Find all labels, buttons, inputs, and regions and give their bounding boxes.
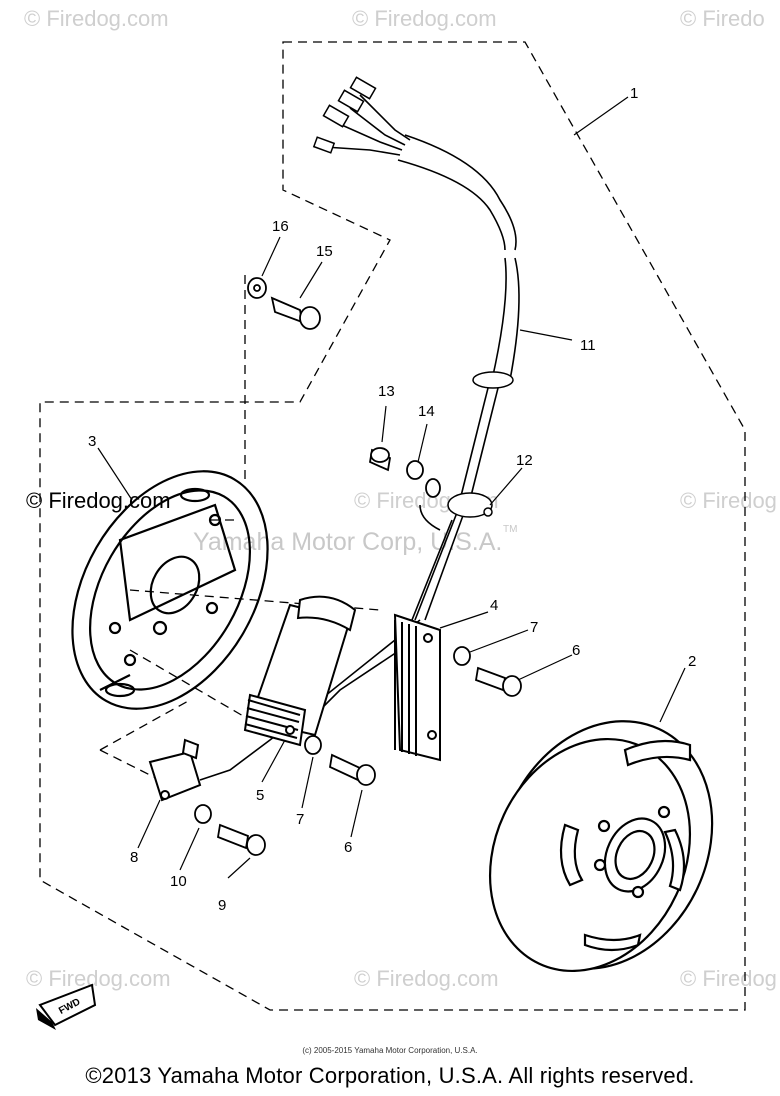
small-copyright: (c) 2005-2015 Yamaha Motor Corporation, … xyxy=(302,1046,478,1055)
ignition-coil xyxy=(243,595,357,747)
pulser-coil xyxy=(393,613,441,762)
callout-3: 3 xyxy=(88,433,96,450)
fwd-arrow-icon: FWD xyxy=(36,983,97,1030)
callout-8: 8 xyxy=(130,849,138,866)
pickup-sensor xyxy=(148,738,202,802)
callout-2: 2 xyxy=(688,653,696,670)
watermark: © Firedog.com xyxy=(26,966,171,991)
callout-labels: 1 2 3 4 5 6 6 7 7 8 9 10 11 12 13 14 15 … xyxy=(88,85,696,914)
callout-7a: 7 xyxy=(530,619,538,636)
callout-1: 1 xyxy=(630,85,638,102)
dashed-boundary xyxy=(39,41,746,1011)
leader-lines xyxy=(97,96,686,879)
callout-15: 15 xyxy=(316,243,333,260)
watermark: © Firedog xyxy=(680,966,777,991)
stator-base-plate xyxy=(71,470,269,710)
watermark: © Firedog xyxy=(680,488,777,513)
trademark-symbol: TM xyxy=(503,524,518,535)
footer-copyright: ©2013 Yamaha Motor Corporation, U.S.A. A… xyxy=(85,1063,695,1088)
callout-5: 5 xyxy=(256,787,264,804)
callout-13: 13 xyxy=(378,383,395,400)
callout-11: 11 xyxy=(580,337,596,354)
callout-16: 16 xyxy=(272,218,289,235)
callout-12: 12 xyxy=(516,452,533,469)
callout-7b: 7 xyxy=(296,811,304,828)
callout-4: 4 xyxy=(490,597,498,614)
callout-9: 9 xyxy=(218,897,226,914)
fasteners xyxy=(194,277,522,856)
watermark: © Firedo xyxy=(680,6,765,31)
callout-14: 14 xyxy=(418,403,435,420)
flywheel-rotor xyxy=(488,720,714,973)
callout-6a: 6 xyxy=(572,642,580,659)
wire-harness xyxy=(199,94,520,781)
watermark: © Firedog.com xyxy=(24,6,169,31)
watermark: © Firedog.com xyxy=(354,966,499,991)
wire-connectors xyxy=(312,76,514,518)
callout-10: 10 xyxy=(170,873,187,890)
callout-6b: 6 xyxy=(344,839,352,856)
watermark: © Firedog.com xyxy=(352,6,497,31)
